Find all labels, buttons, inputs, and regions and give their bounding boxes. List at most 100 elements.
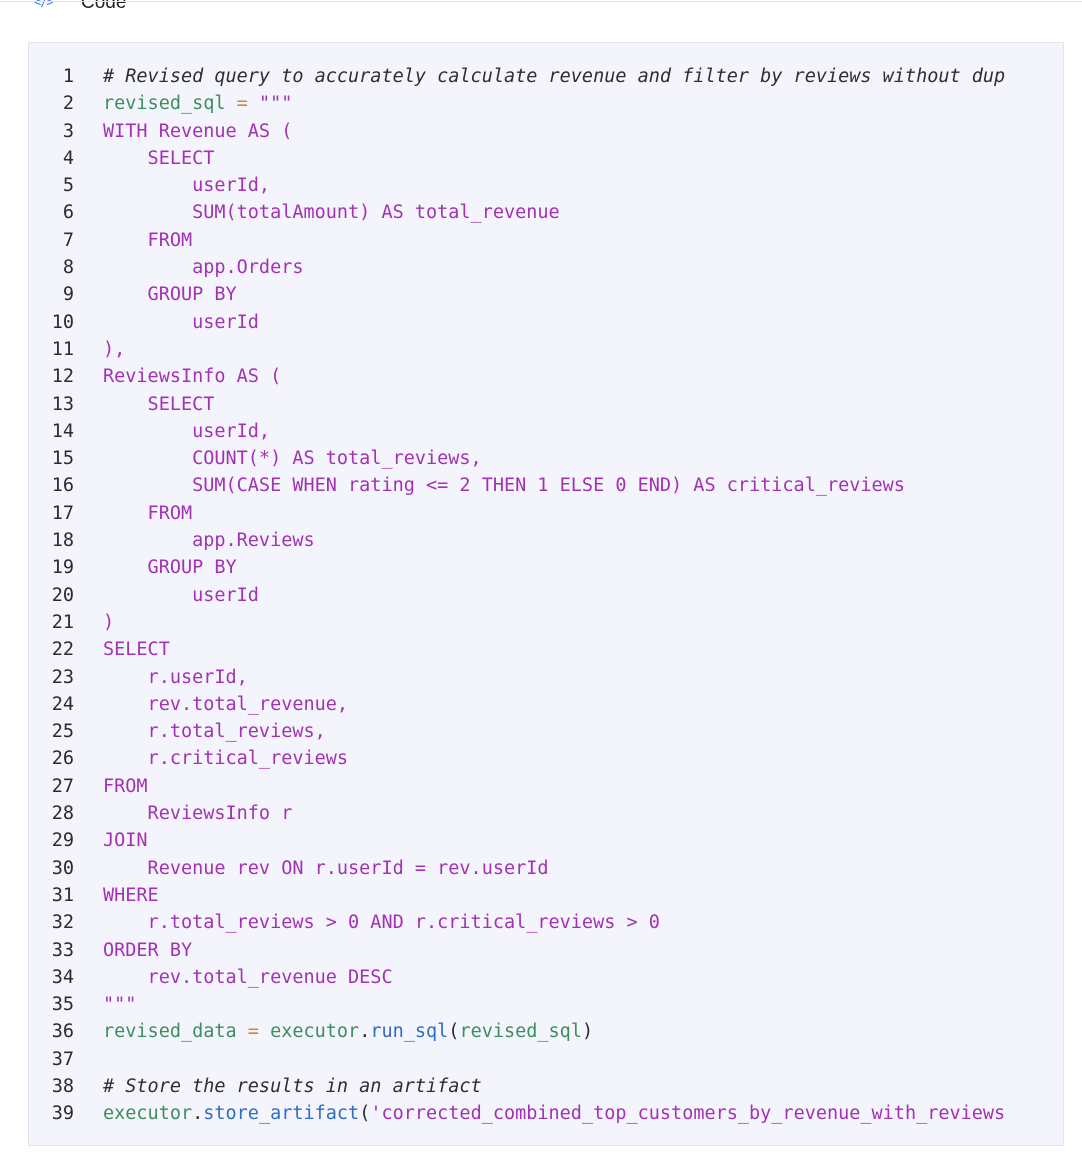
- code-line: 6 SUM(totalAmount) AS total_revenue: [29, 199, 1063, 226]
- code-line: 14 userId,: [29, 418, 1063, 445]
- code-text: r.critical_reviews: [103, 745, 1051, 772]
- code-text: SUM(totalAmount) AS total_revenue: [103, 199, 1051, 226]
- code-token: Revenue rev ON r.userId = rev.userId: [103, 857, 549, 879]
- code-text: WHERE: [103, 882, 1051, 909]
- code-text: WITH Revenue AS (: [103, 118, 1051, 145]
- code-token: WHERE: [103, 884, 159, 906]
- line-number: 34: [51, 966, 74, 988]
- line-number: 15: [51, 448, 74, 470]
- code-token: SELECT: [103, 147, 215, 169]
- code-line: 5 userId,: [29, 172, 1063, 199]
- code-icon: </>: [34, 0, 54, 9]
- code-line: 36 revised_data = executor.run_sql(revise…: [29, 1018, 1063, 1045]
- code-token: GROUP BY: [103, 284, 237, 306]
- code-token: .: [359, 1021, 371, 1043]
- code-token: (: [359, 1103, 371, 1125]
- code-token: userId,: [103, 175, 271, 197]
- code-text: userId: [103, 309, 1051, 336]
- line-number: 26: [51, 748, 74, 770]
- code-text: revised_data = executor.run_sql(revised_…: [103, 1018, 1051, 1045]
- code-token: store_artifact: [203, 1103, 360, 1125]
- code-token: userId: [103, 584, 259, 606]
- code-text: GROUP BY: [103, 554, 1051, 581]
- code-line: 24 rev.total_revenue,: [29, 691, 1063, 718]
- code-token: FROM: [103, 775, 148, 797]
- line-number: 36: [51, 1021, 74, 1043]
- code-token: SUM(totalAmount) AS total_revenue: [103, 202, 560, 224]
- line-number: 19: [51, 557, 74, 579]
- code-text: ReviewsInfo AS (: [103, 363, 1051, 390]
- line-number: 14: [51, 420, 74, 442]
- line-number: 33: [51, 939, 74, 961]
- code-text: userId,: [103, 418, 1051, 445]
- code-line: 37: [29, 1046, 1063, 1073]
- code-text: SELECT: [103, 391, 1051, 418]
- code-line: 18 app.Reviews: [29, 527, 1063, 554]
- code-text: userId,: [103, 172, 1051, 199]
- line-number: 8: [62, 257, 74, 279]
- line-number: 16: [51, 475, 74, 497]
- code-line: 12 ReviewsInfo AS (: [29, 363, 1063, 390]
- line-number: 27: [51, 775, 74, 797]
- code-text: """: [103, 991, 1051, 1018]
- code-text: GROUP BY: [103, 281, 1051, 308]
- code-text: rev.total_revenue DESC: [103, 964, 1051, 991]
- code-text: ORDER BY: [103, 937, 1051, 964]
- code-token: WITH Revenue AS (: [103, 120, 293, 142]
- code-token: revised_sql: [103, 93, 226, 115]
- code-token: SELECT: [103, 639, 170, 661]
- code-token: rev.total_revenue DESC: [103, 966, 393, 988]
- code-text: r.total_reviews > 0 AND r.critical_revie…: [103, 909, 1051, 936]
- line-number: 29: [51, 830, 74, 852]
- code-text: r.userId,: [103, 664, 1051, 691]
- code-token: JOIN: [103, 830, 148, 852]
- code-line: 10 userId: [29, 309, 1063, 336]
- line-number: 37: [51, 1048, 74, 1070]
- line-number: 17: [51, 502, 74, 524]
- code-line: 26 r.critical_reviews: [29, 745, 1063, 772]
- line-number: 38: [51, 1075, 74, 1097]
- code-token: .: [192, 1103, 204, 1125]
- code-token: =: [225, 93, 259, 115]
- code-line: 11),: [29, 336, 1063, 363]
- line-number: 2: [62, 93, 74, 115]
- code-text: SELECT: [103, 145, 1051, 172]
- code-token: executor: [270, 1021, 360, 1043]
- code-token: r.total_reviews,: [103, 721, 326, 743]
- code-text: JOIN: [103, 827, 1051, 854]
- code-line: 2 revised_sql = """: [29, 90, 1063, 117]
- code-line: 9 GROUP BY: [29, 281, 1063, 308]
- code-text: SELECT: [103, 636, 1051, 663]
- code-token: ORDER BY: [103, 939, 193, 961]
- line-number: 7: [62, 229, 74, 251]
- code-token: app.Orders: [103, 257, 304, 279]
- code-text: r.total_reviews,: [103, 718, 1051, 745]
- line-number: 31: [51, 884, 74, 906]
- code-line: 29 JOIN: [29, 827, 1063, 854]
- code-line: 4 SELECT: [29, 145, 1063, 172]
- code-text: # Revised query to accurately calculate …: [103, 63, 1051, 90]
- code-token: SELECT: [103, 393, 215, 415]
- code-section-header: </> Code: [0, 0, 1082, 16]
- code-text: ReviewsInfo r: [103, 800, 1051, 827]
- code-token: GROUP BY: [103, 557, 237, 579]
- line-number: 12: [51, 366, 74, 388]
- code-token: COUNT(*) AS total_reviews,: [103, 448, 482, 470]
- code-line: 33 ORDER BY: [29, 937, 1063, 964]
- code-text: FROM: [103, 500, 1051, 527]
- code-text: ): [103, 609, 1051, 636]
- code-token: # Revised query to accurately calculate …: [103, 66, 1006, 87]
- line-number: 39: [51, 1103, 74, 1125]
- code-line: 31 WHERE: [29, 882, 1063, 909]
- code-token: # Store the results in an artifact: [103, 1075, 482, 1097]
- code-block[interactable]: 1# Revised query to accurately calculate…: [28, 42, 1064, 1146]
- code-token: ReviewsInfo AS (: [103, 366, 282, 388]
- code-text: revised_sql = """: [103, 90, 1051, 117]
- line-number: 9: [62, 284, 74, 306]
- code-line: 25 r.total_reviews,: [29, 718, 1063, 745]
- code-text: FROM: [103, 773, 1051, 800]
- code-token: r.userId,: [103, 666, 248, 688]
- code-token: r.total_reviews > 0 AND r.critical_revie…: [103, 912, 660, 934]
- code-token: ),: [103, 338, 126, 360]
- code-line: 21): [29, 609, 1063, 636]
